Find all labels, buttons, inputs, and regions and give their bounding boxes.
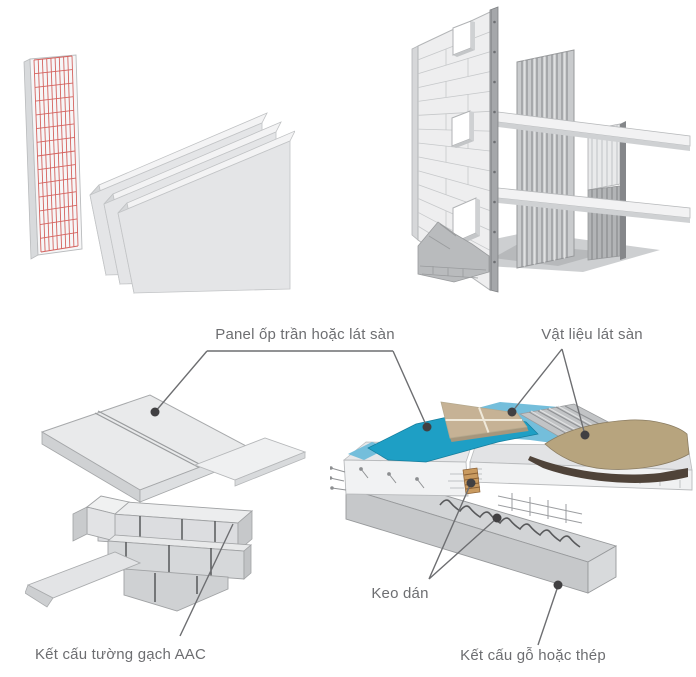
stud-panel-middle (516, 49, 575, 269)
mesh-panel (23, 54, 83, 260)
corner-column (489, 6, 499, 293)
figure-building-structure (411, 6, 691, 293)
ceiling-panels (40, 394, 252, 503)
window-opening (452, 20, 475, 57)
figure-aac-wall-structure (25, 394, 307, 612)
glue-block (462, 467, 481, 495)
label-aac-block-wall: Kết cấu tường gạch AAC (34, 646, 207, 663)
figure-aac-panels-mesh (23, 54, 295, 294)
base-board (25, 551, 142, 608)
stacked-panels (89, 112, 295, 294)
underlay-layer (528, 456, 688, 483)
window-opening (451, 110, 474, 148)
label-glue: Keo dán (371, 585, 429, 602)
thin-sheet (193, 437, 307, 487)
fixing-pins (330, 466, 425, 491)
label-wood-steel-frame: Kết cấu gỗ hoặc thép (460, 647, 606, 664)
rubble-steps (417, 221, 490, 283)
rebar-ladder (497, 493, 583, 524)
label-panel-ceiling-floor: Panel ốp trần hoặc lát sàn (215, 326, 395, 343)
aac-block-wall (72, 495, 254, 612)
reinforcement-mesh (33, 55, 79, 253)
label-flooring-material: Vật liệu lát sàn (541, 326, 643, 343)
block-wall (411, 11, 491, 291)
